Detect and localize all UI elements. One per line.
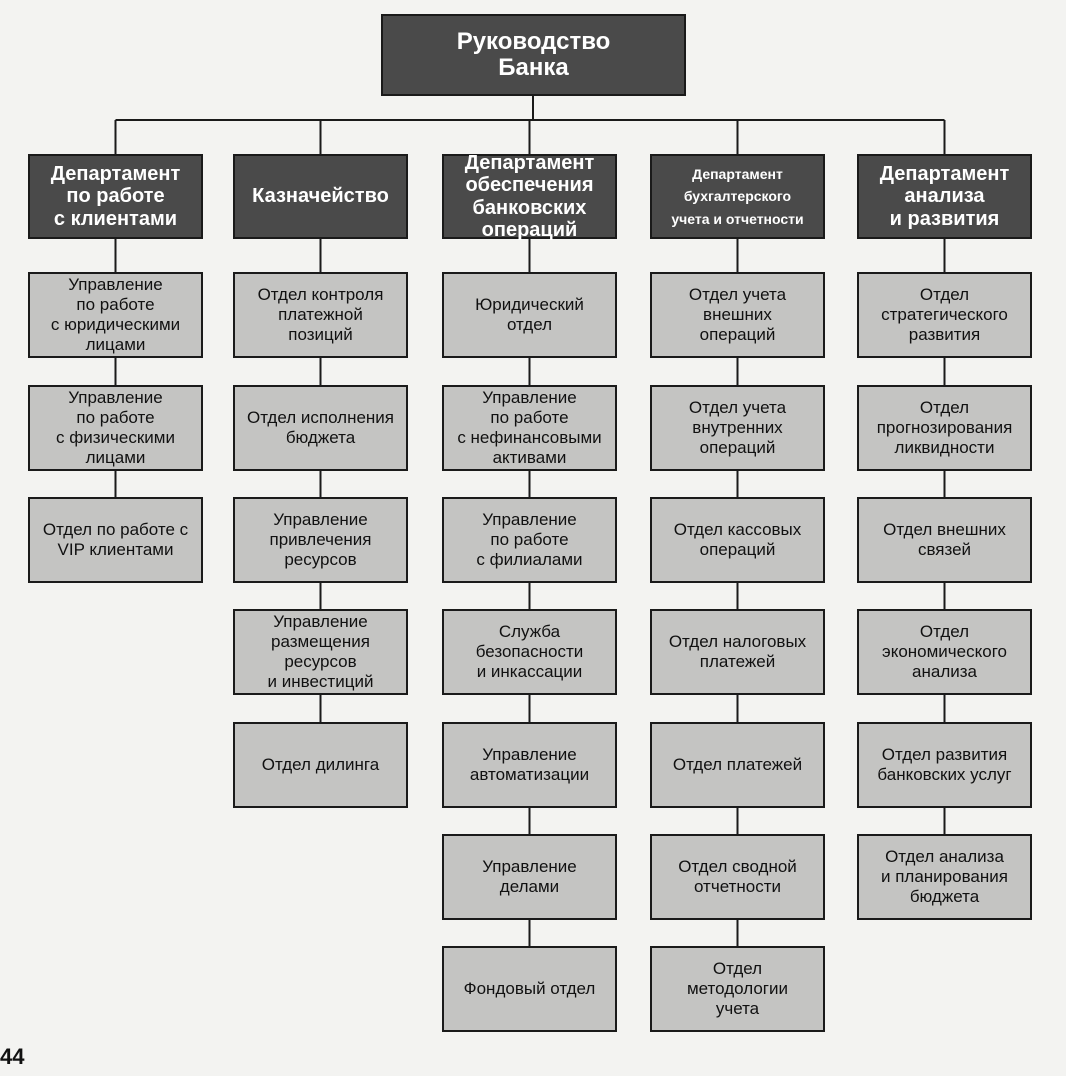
unit-box-col5-row2: Отдел прогнозирования ликвидности bbox=[857, 385, 1032, 471]
unit-box-col4-row3: Отдел кассовых операций bbox=[650, 497, 825, 583]
unit-box-col3-row7: Фондовый отдел bbox=[442, 946, 617, 1032]
unit-box-col5-row4: Отдел экономического анализа bbox=[857, 609, 1032, 695]
unit-box-col4-row4: Отдел налоговых платежей bbox=[650, 609, 825, 695]
department-head-clients-department: Департамент по работе с клиентами bbox=[28, 154, 203, 239]
unit-box-col3-row1: Юридический отдел bbox=[442, 272, 617, 358]
top-node-bank-management: Руководство Банка bbox=[381, 14, 686, 96]
unit-box-col3-row6: Управление делами bbox=[442, 834, 617, 920]
department-head-analysis-development-department: Департамент анализа и развития bbox=[857, 154, 1032, 239]
unit-box-col3-row2: Управление по работе с нефинансовыми акт… bbox=[442, 385, 617, 471]
unit-box-col3-row4: Служба безопасности и инкассации bbox=[442, 609, 617, 695]
unit-box-col5-row6: Отдел анализа и планирования бюджета bbox=[857, 834, 1032, 920]
unit-box-col1-row3: Отдел по работе с VIP клиентами bbox=[28, 497, 203, 583]
department-head-banking-operations-department: Департамент обеспечения банковских опера… bbox=[442, 152, 617, 241]
unit-box-col4-row5: Отдел платежей bbox=[650, 722, 825, 808]
unit-box-col4-row1: Отдел учета внешних операций bbox=[650, 272, 825, 358]
unit-box-col4-row2: Отдел учета внутренних операций bbox=[650, 385, 825, 471]
unit-box-col2-row5: Отдел дилинга bbox=[233, 722, 408, 808]
unit-box-col3-row3: Управление по работе с филиалами bbox=[442, 497, 617, 583]
unit-box-col5-row1: Отдел стратегического развития bbox=[857, 272, 1032, 358]
unit-box-col2-row4: Управление размещения ресурсов и инвести… bbox=[233, 609, 408, 695]
unit-box-col2-row1: Отдел контроля платежной позиций bbox=[233, 272, 408, 358]
unit-box-col5-row5: Отдел развития банковских услуг bbox=[857, 722, 1032, 808]
unit-box-col4-row6: Отдел сводной отчетности bbox=[650, 834, 825, 920]
page-number: 44 bbox=[0, 1044, 25, 1069]
department-head-accounting-department: Департамент бухгалтерского учета и отчет… bbox=[650, 154, 825, 239]
unit-box-col2-row2: Отдел исполнения бюджета bbox=[233, 385, 408, 471]
department-head-treasury: Казначейство bbox=[233, 154, 408, 239]
unit-box-col3-row5: Управление автоматизации bbox=[442, 722, 617, 808]
unit-box-col2-row3: Управление привлечения ресурсов bbox=[233, 497, 408, 583]
unit-box-col1-row1: Управление по работе с юридическими лица… bbox=[28, 272, 203, 358]
unit-box-col5-row3: Отдел внешних связей bbox=[857, 497, 1032, 583]
unit-box-col1-row2: Управление по работе с физическими лицам… bbox=[28, 385, 203, 471]
unit-box-col4-row7: Отдел методологии учета bbox=[650, 946, 825, 1032]
